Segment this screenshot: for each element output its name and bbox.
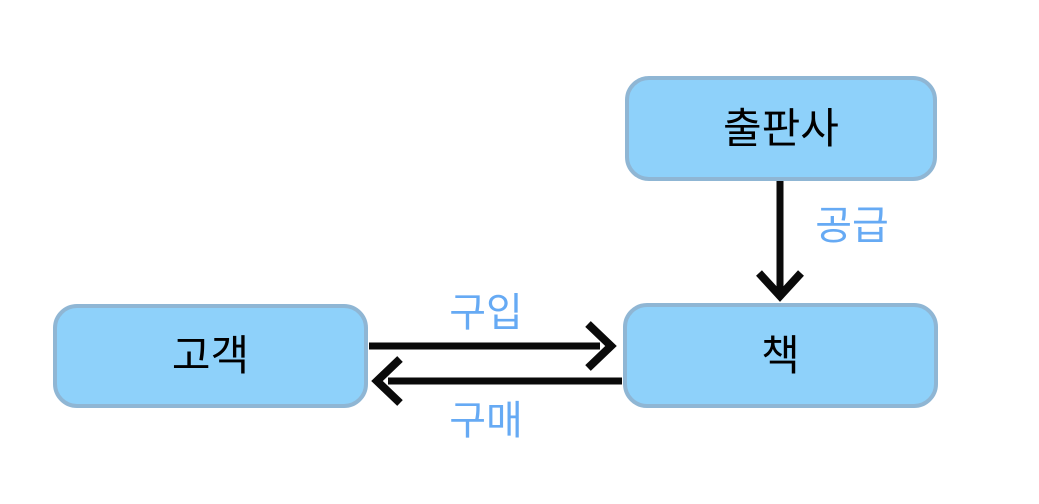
edge-label-buy: 구매 [449, 399, 523, 443]
edge-label-supply: 공급 [815, 204, 889, 248]
node-customer: 고객 [53, 304, 368, 408]
edge-label-purchase: 구입 [449, 291, 523, 335]
node-customer-label: 고객 [171, 332, 250, 379]
arrow-purchase [369, 321, 617, 371]
node-book: 책 [623, 303, 938, 408]
node-publisher: 출판사 [625, 76, 937, 181]
arrow-buy [371, 356, 622, 406]
node-book-label: 책 [761, 331, 800, 379]
arrow-supply [756, 181, 804, 302]
node-publisher-label: 출판사 [723, 104, 839, 152]
